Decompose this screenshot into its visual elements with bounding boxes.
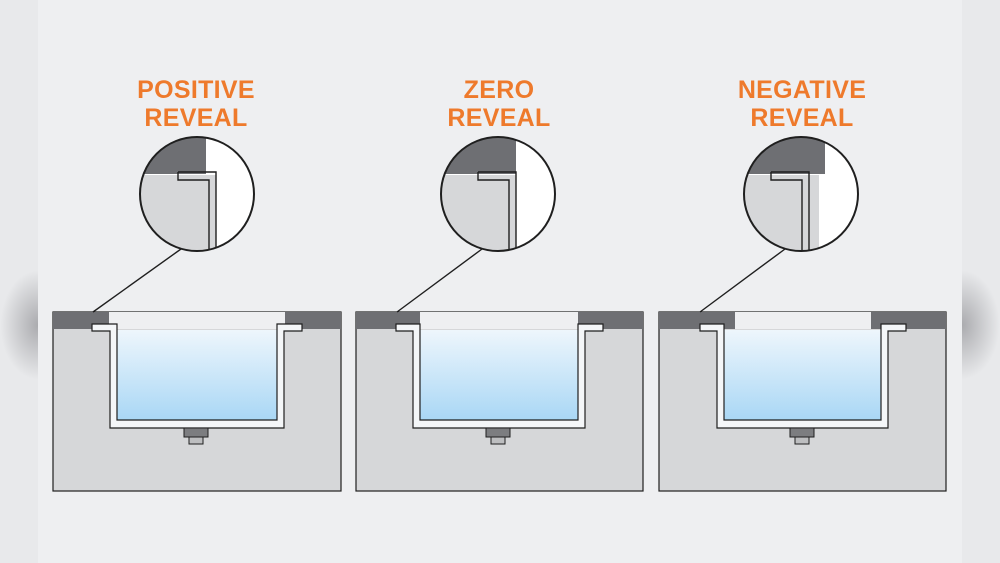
right-edge-shadow [962, 270, 1000, 380]
positive-water [117, 330, 277, 420]
negative-water [724, 330, 881, 420]
zero-reveal-diagram [355, 136, 644, 492]
positive-title-line2: REVEAL [144, 104, 248, 132]
zero-drain [485, 427, 511, 438]
negative-sink-basin [699, 323, 907, 429]
zero-sink-opening [420, 312, 578, 329]
zero-callout-line [396, 248, 483, 313]
negative-drain [789, 427, 815, 438]
negative-title-line2: REVEAL [750, 104, 854, 132]
zero-sink-basin [395, 323, 604, 429]
negative-reveal-title: NEGATIVE REVEAL [702, 76, 902, 132]
zero-water [420, 330, 578, 420]
negative-title-line1: NEGATIVE [737, 76, 867, 104]
positive-sink-opening [109, 312, 285, 329]
positive-drain-pipe [188, 436, 204, 445]
zero-title-line2: REVEAL [447, 104, 551, 132]
left-edge-shadow [0, 270, 38, 380]
positive-drain [183, 427, 209, 438]
negative-magnifier-circle [743, 136, 859, 252]
zero-drain-pipe [490, 436, 506, 445]
positive-callout-line [92, 248, 182, 313]
zero-magnifier-content [441, 137, 555, 251]
negative-callout-line [699, 248, 786, 313]
positive-magnifier-circle [139, 136, 255, 252]
negative-reveal-diagram [658, 136, 947, 492]
positive-sink-basin [91, 323, 303, 429]
positive-title-line1: POSITIVE [137, 76, 255, 104]
zero-reveal-title: ZERO REVEAL [399, 76, 599, 132]
positive-reveal-title: POSITIVE REVEAL [96, 76, 296, 132]
zero-magnifier-circle [440, 136, 556, 252]
negative-drain-pipe [794, 436, 810, 445]
positive-magnifier-content [140, 137, 254, 251]
zero-title-line1: ZERO [463, 76, 535, 104]
negative-sink-opening [735, 312, 871, 329]
positive-reveal-diagram [52, 136, 342, 492]
negative-magnifier-content [744, 137, 858, 251]
